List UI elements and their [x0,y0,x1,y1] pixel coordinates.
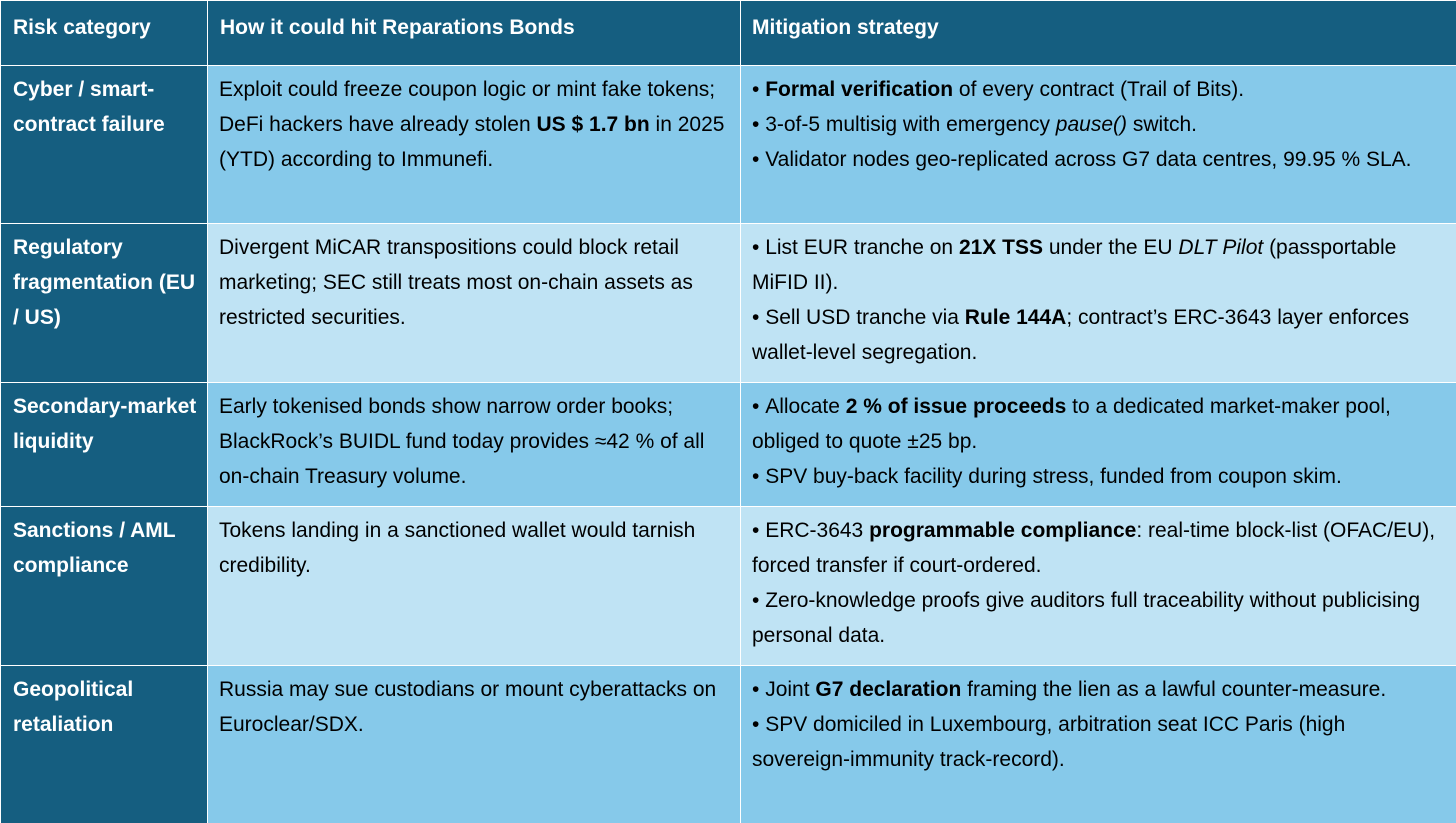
table-row: Cyber / smart-contract failure Exploit c… [0,65,1456,224]
risk-category-cell: Regulatory fragmentation (EU / US) [0,223,208,383]
impact-cell: Early tokenised bonds show narrow order … [207,382,741,507]
mitigation-item: ERC-3643 programmable compliance: real-t… [752,513,1446,583]
impact-cell: Exploit could freeze coupon logic or min… [207,65,741,224]
table-row: Regulatory fragmentation (EU / US) Diver… [0,223,1456,383]
risk-category-cell: Geopolitical retaliation [0,665,208,823]
risk-category-cell: Sanctions / AML compliance [0,506,208,666]
mitigation-item: SPV domiciled in Luxembourg, arbitration… [752,707,1446,777]
mitigation-cell: ERC-3643 programmable compliance: real-t… [740,506,1456,666]
mitigation-item: Allocate 2 % of issue proceeds to a dedi… [752,389,1446,459]
header-row: Risk category How it could hit Reparatio… [0,0,1456,66]
header-impact: How it could hit Reparations Bonds [207,0,741,66]
mitigation-cell: Formal verification of every contract (T… [740,65,1456,224]
mitigation-item: Formal verification of every contract (T… [752,72,1446,107]
header-risk-category: Risk category [0,0,208,66]
table-row: Geopolitical retaliation Russia may sue … [0,665,1456,823]
mitigation-item: Sell USD tranche via Rule 144A; contract… [752,300,1446,370]
mitigation-item: Validator nodes geo-replicated across G7… [752,142,1446,177]
risk-category-cell: Cyber / smart-contract failure [0,65,208,224]
impact-cell: Tokens landing in a sanctioned wallet wo… [207,506,741,666]
risk-category-cell: Secondary-market liquidity [0,382,208,507]
mitigation-item: SPV buy-back facility during stress, fun… [752,459,1446,494]
mitigation-cell: Joint G7 declaration framing the lien as… [740,665,1456,823]
mitigation-cell: List EUR tranche on 21X TSS under the EU… [740,223,1456,383]
mitigation-item: List EUR tranche on 21X TSS under the EU… [752,230,1446,300]
mitigation-item: Zero-knowledge proofs give auditors full… [752,583,1446,653]
header-mitigation: Mitigation strategy [740,0,1456,66]
mitigation-item: Joint G7 declaration framing the lien as… [752,672,1446,707]
table-row: Sanctions / AML compliance Tokens landin… [0,506,1456,666]
mitigation-item: 3-of-5 multisig with emergency pause() s… [752,107,1446,142]
impact-cell: Divergent MiCAR transpositions could blo… [207,223,741,383]
mitigation-cell: Allocate 2 % of issue proceeds to a dedi… [740,382,1456,507]
table-row: Secondary-market liquidity Early tokenis… [0,382,1456,507]
impact-cell: Russia may sue custodians or mount cyber… [207,665,741,823]
